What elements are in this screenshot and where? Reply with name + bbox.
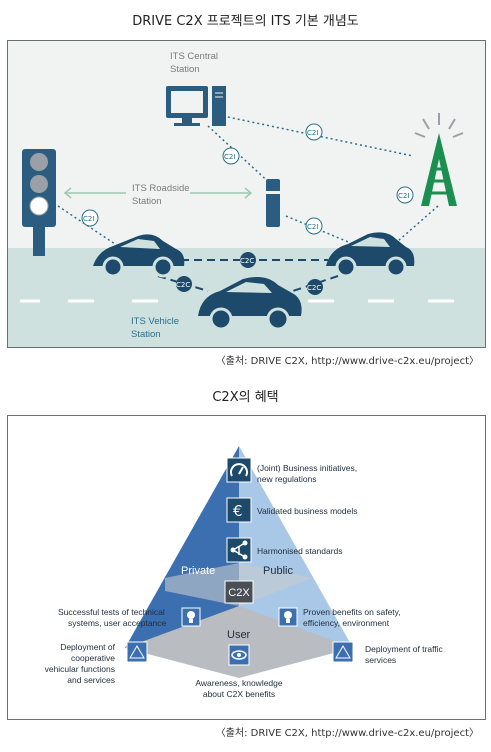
roadside-station-label-1: ITS Roadside	[132, 183, 190, 194]
svg-text:C2I: C2I	[398, 192, 409, 200]
bottom-item-line-1: Awareness, knowledge	[195, 678, 283, 688]
svg-text:€: €	[233, 502, 243, 520]
computer-icon	[166, 86, 226, 126]
left-item-2-line-1: Deployment of	[60, 642, 115, 652]
right-item-1-line-2: efficiency, environment	[303, 618, 390, 628]
c2i-badge: C2I	[305, 123, 323, 141]
left-item-2-line-3: vehicular functions	[45, 664, 115, 674]
right-item-2-line-2: services	[365, 655, 396, 665]
c2i-links	[57, 115, 439, 247]
svg-text:C2I: C2I	[83, 215, 94, 223]
user-label: User	[227, 629, 251, 641]
svg-text:C2I: C2I	[307, 223, 318, 231]
svg-text:C2I: C2I	[224, 153, 235, 161]
c2i-badge: C2I	[396, 186, 414, 204]
public-label: Public	[263, 565, 293, 577]
figure1-title: DRIVE C2X 프로젝트의 ITS 기본 개념도	[132, 14, 359, 29]
c2i-badge: C2I	[81, 209, 99, 227]
pyramid-user-face	[125, 606, 353, 678]
vehicle-station-label-1: ITS Vehicle	[131, 316, 179, 327]
network-icon	[226, 537, 252, 563]
c2x-center-box	[224, 580, 254, 604]
figure1-source: 〈출처: DRIVE C2X, http://www.drive-c2x.eu/…	[215, 356, 479, 367]
map-icon	[332, 641, 354, 663]
c2i-badge: C2I	[222, 147, 240, 165]
svg-text:C2C: C2C	[176, 281, 190, 289]
left-item-2-line-2: cooperative	[71, 653, 115, 663]
eye-icon	[228, 644, 250, 666]
svg-text:C2I: C2I	[307, 129, 318, 137]
car-icon	[326, 232, 415, 278]
bottom-item-line-2: about C2X benefits	[203, 689, 275, 699]
left-item-1-line-2: systems, user acceptance	[68, 618, 167, 628]
c2i-badge: C2I	[305, 217, 323, 235]
c2c-badge: C2C	[176, 276, 192, 292]
lightbulb-icon	[278, 607, 298, 627]
car-icon	[93, 234, 185, 278]
map-icon	[126, 641, 148, 663]
pyramid-public-face	[239, 446, 353, 648]
figure2-source: 〈출처: DRIVE C2X, http://www.drive-c2x.eu/…	[215, 728, 479, 739]
left-item-2-line-4: and services	[67, 675, 115, 685]
level-2-label: Validated business models	[257, 506, 358, 516]
its-concept-diagram: ITS Central Station ITS Roadside Station	[7, 40, 486, 348]
svg-text:C2C: C2C	[240, 257, 254, 265]
roadside-unit-icon	[266, 179, 280, 227]
lightbulb-icon	[181, 607, 201, 627]
right-item-2-line-1: Deployment of traffic	[365, 644, 444, 654]
antenna-icon	[414, 113, 464, 206]
euro-icon: €	[226, 497, 252, 523]
central-station-label-1: ITS Central	[170, 51, 218, 62]
roadside-station-label-2: Station	[132, 196, 162, 207]
c2x-benefits-pyramid: € C2X Private	[7, 415, 486, 720]
gauge-icon	[226, 457, 252, 483]
c2c-badge: C2C	[240, 252, 256, 268]
level-3-label: Harmonised standards	[257, 546, 343, 556]
private-label: Private	[181, 565, 215, 577]
level-1-line-1: (Joint) Business initiatives,	[257, 463, 357, 473]
svg-text:C2C: C2C	[307, 284, 321, 292]
figure2-title: C2X의 혜택	[212, 390, 279, 405]
vehicle-station-label-2: Station	[131, 329, 161, 340]
car-icon	[198, 277, 302, 331]
central-station-label-2: Station	[170, 64, 200, 75]
roadside-arrow	[63, 187, 253, 199]
right-item-1-line-1: Proven benefits on safety,	[303, 607, 401, 617]
c2x-center-label: C2X	[228, 587, 250, 599]
level-1-line-2: new regulations	[257, 474, 317, 484]
c2c-badge: C2C	[307, 279, 323, 295]
traffic-light-icon	[22, 149, 56, 256]
left-item-1-line-1: Successful tests of technical	[58, 607, 165, 617]
